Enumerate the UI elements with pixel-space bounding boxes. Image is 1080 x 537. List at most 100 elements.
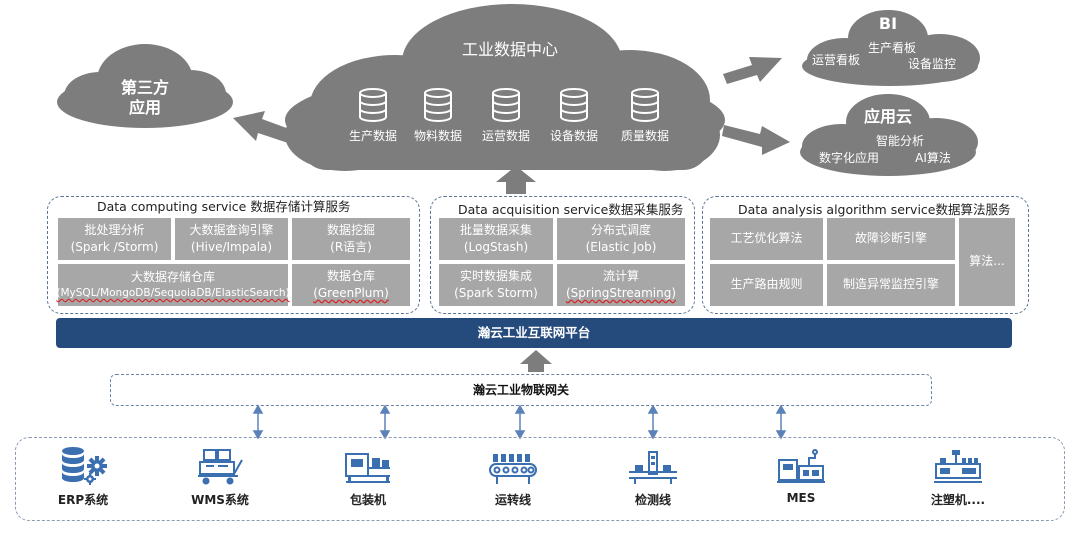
- bi-title: BI: [878, 14, 898, 33]
- packing-machine-icon: [345, 453, 390, 483]
- cell-bigdata-storage: 大数据存储仓库 (MySQL/MongoDB/SequoiaDB/Elastic…: [56, 264, 290, 306]
- third-party-cloud: [57, 44, 233, 128]
- cell-main: 批处理分析: [84, 222, 145, 237]
- cell-main: 流计算: [602, 268, 639, 283]
- device-mes: MES: [751, 446, 851, 505]
- db-label-operation: 运营数据: [481, 129, 530, 143]
- arrow-to-app-cloud: [722, 125, 790, 155]
- app-item-ai-algorithm: AI算法: [915, 151, 951, 165]
- cell-main: 大数据存储仓库: [130, 269, 215, 284]
- cell-main: 分布式调度: [590, 222, 651, 237]
- cell-batch-collection: 批量数据采集 (LogStash): [439, 218, 553, 260]
- device-label-conveyor: 运转线: [494, 493, 531, 507]
- device-erp: ERP系统: [33, 446, 133, 508]
- device-label-injection: 注塑机....: [930, 493, 986, 507]
- connector-arrow: [379, 404, 391, 440]
- iot-gateway-box: 瀚云工业物联网关: [110, 374, 932, 406]
- flow-arrows: [233, 57, 790, 372]
- device-conveyor-line: 运转线: [463, 446, 563, 508]
- cell-main: 故障诊断引擎: [854, 231, 927, 246]
- iiot-platform-bar: 瀚云工业互联网平台: [56, 318, 1012, 348]
- mes-machine-icon: [777, 449, 825, 483]
- arrow-to-bi: [723, 57, 782, 84]
- app-cloud: [800, 94, 978, 176]
- acquisition-service-panel: [430, 196, 695, 314]
- device-label-wms: WMS系统: [191, 493, 249, 507]
- bi-item-prod-board: 生产看板: [867, 41, 916, 55]
- app-cloud-title: 应用云: [863, 107, 912, 126]
- inspection-line-icon: [629, 451, 677, 484]
- cell-main: 制造异常监控引擎: [842, 277, 939, 292]
- conveyor-line-icon: [489, 454, 537, 484]
- data-center-title: 工业数据中心: [461, 40, 558, 59]
- cell-fault-diagnosis: 故障诊断引擎: [827, 218, 955, 260]
- cell-sub: (MySQL/MongoDB/SequoiaDB/ElasticSearch): [56, 287, 290, 300]
- db-label-material: 物料数据: [413, 129, 462, 143]
- database-icon: [492, 88, 520, 122]
- cell-sub: (GreenPlum): [313, 286, 389, 300]
- cell-main: 批量数据采集: [459, 222, 532, 237]
- database-icon: [560, 88, 588, 122]
- database-icons: [359, 88, 659, 122]
- bi-item-ops-board: 运营看板: [811, 53, 860, 67]
- arrow-to-third-party: [233, 111, 292, 143]
- app-item-digital-app: 数字化应用: [818, 151, 879, 165]
- arrow-up-to-platform: [520, 350, 552, 372]
- cell-sub: (Elastic Job): [585, 240, 657, 254]
- cell-main: 数据仓库: [326, 268, 375, 283]
- db-label-quality: 质量数据: [620, 129, 669, 143]
- third-party-line2: 应用: [128, 98, 161, 117]
- db-label-production: 生产数据: [348, 129, 397, 143]
- cell-batch-analysis: 批处理分析 (Spark /Storm): [58, 218, 171, 260]
- cell-stream-computing: 流计算 (SpringStreaming): [557, 264, 685, 306]
- acquisition-service-title: Data acquisition service数据采集服务: [458, 202, 684, 217]
- cell-main: 工艺优化算法: [730, 231, 803, 246]
- cell-sub: (SpringStreaming): [565, 286, 677, 300]
- connector-arrow: [514, 404, 526, 440]
- device-label-inspection: 检测线: [634, 493, 671, 507]
- device-label-packing: 包装机: [349, 493, 386, 507]
- third-party-line1: 第三方: [120, 78, 169, 97]
- cell-data-mining: 数据挖掘 (R语言): [292, 218, 410, 260]
- app-item-smart-analysis: 智能分析: [875, 134, 924, 148]
- cell-main: 大数据查询引擎: [189, 222, 274, 237]
- cell-main: 算法...: [969, 254, 1005, 269]
- analysis-service-panel: [702, 196, 1029, 314]
- bi-cloud: [802, 10, 980, 86]
- database-icon: [359, 88, 387, 122]
- computing-service-title: Data computing service 数据存储计算服务: [97, 199, 351, 214]
- data-center-cloud: [285, 4, 725, 171]
- connector-arrow: [252, 404, 264, 440]
- connector-arrow: [647, 404, 659, 440]
- device-inspection-line: 检测线: [603, 446, 703, 508]
- arrow-up-to-center: [496, 166, 536, 194]
- erp-database-gear-icon: [62, 447, 107, 485]
- device-connectors: [252, 404, 787, 440]
- cell-distributed-scheduling: 分布式调度 (Elastic Job): [557, 218, 685, 260]
- warehouse-cart-icon: [198, 449, 243, 485]
- database-icon: [631, 88, 659, 122]
- cell-data-warehouse: 数据仓库 (GreenPlum): [292, 264, 410, 306]
- cell-production-routing: 生产路由规则: [710, 264, 823, 306]
- device-wms: WMS系统: [170, 446, 270, 508]
- cell-more-algorithms: 算法...: [959, 218, 1015, 306]
- cell-main: 实时数据集成: [459, 268, 532, 283]
- device-label-erp: ERP系统: [57, 493, 109, 507]
- cell-sub: (Spark /Storm): [70, 240, 159, 254]
- injection-molding-icon: [934, 450, 982, 483]
- cell-process-optimization: 工艺优化算法: [710, 218, 823, 260]
- cell-anomaly-monitoring: 制造异常监控引擎: [827, 264, 955, 306]
- device-injection-molding: 注塑机....: [908, 446, 1008, 508]
- cell-sub: (Hive/Impala): [190, 240, 273, 254]
- cell-sub: (R语言): [330, 240, 372, 254]
- db-label-equipment: 设备数据: [549, 129, 598, 143]
- computing-service-panel: [47, 196, 420, 314]
- cell-main: 生产路由规则: [730, 277, 803, 292]
- device-layer-panel: [15, 437, 1065, 521]
- cell-realtime-integration: 实时数据集成 (Spark Storm): [439, 264, 553, 306]
- bi-item-equip-monitor: 设备监控: [907, 57, 956, 71]
- database-icon: [424, 88, 452, 122]
- connector-arrow: [775, 404, 787, 440]
- cell-main: 数据挖掘: [326, 222, 375, 237]
